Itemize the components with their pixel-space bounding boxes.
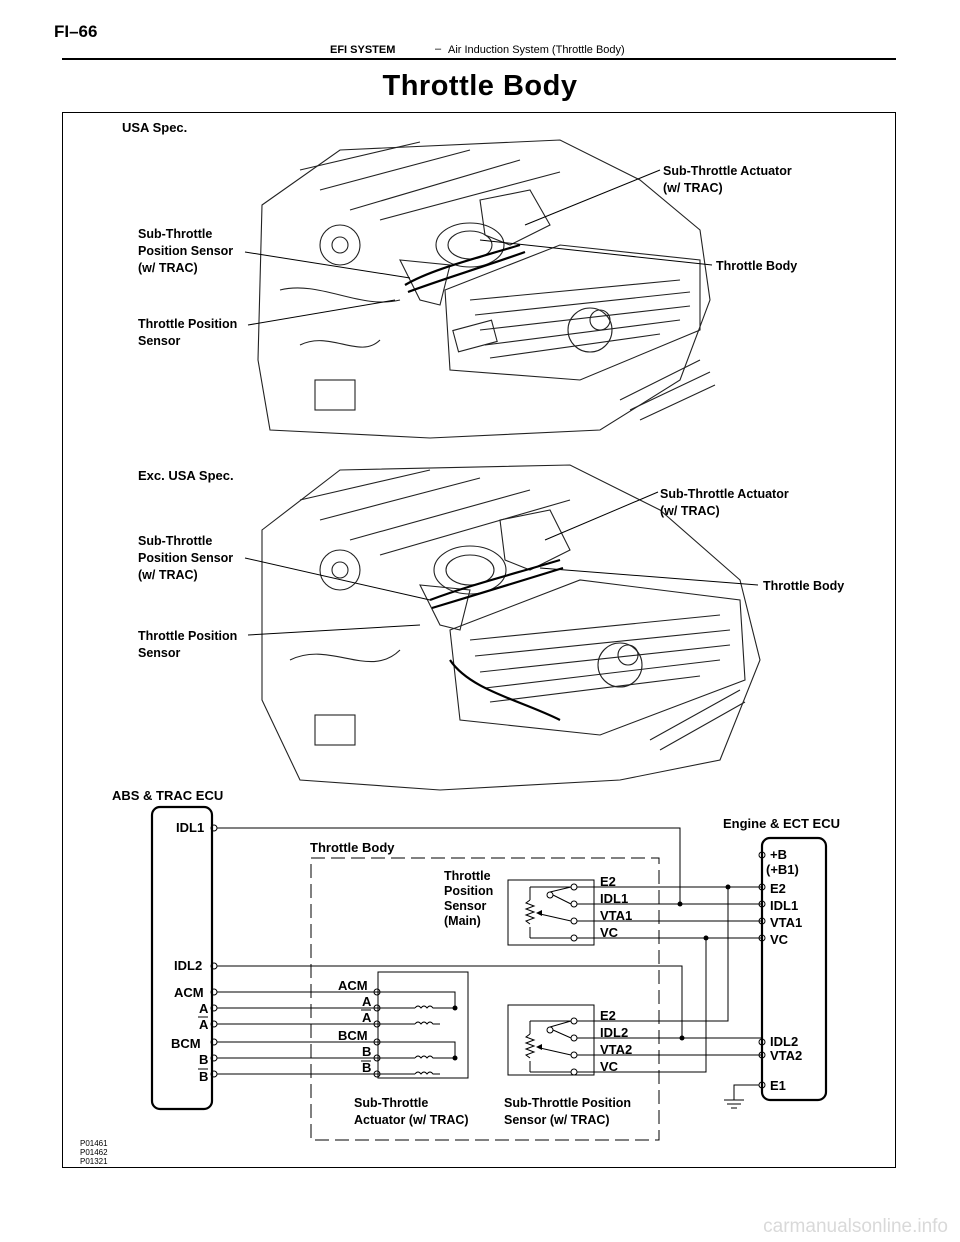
usa-heading: USA Spec. [122,120,187,135]
abs-terminal-a-bar: A [199,1017,209,1032]
ecu-term-vta1: VTA1 [770,915,802,930]
section-separator: – [435,43,442,55]
watermark: carmanualsonline.info [763,1216,948,1237]
actuator-term-bcm: BCM [338,1028,368,1043]
figure-ref-2: P01462 [80,1148,108,1157]
tps-main-label-1: Throttle [444,869,491,883]
figure-frame [62,112,896,1168]
tps-main-term-e2: E2 [600,874,616,889]
abs-terminal-acm: ACM [174,985,204,1000]
actuator-caption-1: Sub-Throttle [354,1096,428,1110]
throttle-body-dashed-box [310,857,660,1141]
engine-ecu-label: Engine & ECT ECU [723,816,840,831]
abs-terminal-b-bar: B [199,1069,208,1084]
figure-ref-1: P01461 [80,1139,108,1148]
tps-main-label-4: (Main) [444,914,481,928]
page-title: Throttle Body [382,70,578,102]
ecu-term-plus-b1: (+B1) [766,862,799,877]
abs-ecu-box [150,805,214,1111]
usa-sub-actuator-label-2: (w/ TRAC) [663,181,723,195]
ecu-term-e1: E1 [770,1078,786,1093]
throttle-body-wiring-label: Throttle Body [310,840,395,855]
sub-tps-box [507,1004,595,1076]
exc-heading: Exc. USA Spec. [138,468,234,483]
ecu-term-plus-b: +B [770,847,787,862]
usa-sub-sensor-label-1: Sub-Throttle [138,227,212,241]
sub-tps-term-e2: E2 [600,1008,616,1023]
exc-sub-sensor-label-2: Position Sensor [138,551,233,565]
abs-ecu-label: ABS & TRAC ECU [112,788,223,803]
actuator-caption-2: Actuator (w/ TRAC) [354,1113,469,1127]
abs-terminal-a: A [199,1001,209,1016]
tps-main-internals [524,883,578,942]
sub-tps-term-vc: VC [600,1059,619,1074]
actuator-coils [378,991,458,1075]
exc-sub-actuator-label-1: Sub-Throttle Actuator [660,487,789,501]
sub-tps-internals [524,1017,578,1076]
ecu-term-vc: VC [770,932,789,947]
abs-terminal-b: B [199,1052,208,1067]
sub-tps-term-idl2: IDL2 [600,1025,628,1040]
usa-sub-sensor-label-3: (w/ TRAC) [138,261,198,275]
engine-ecu-box [760,836,828,1102]
actuator-box [377,971,469,1079]
sensor-caption-2: Sensor (w/ TRAC) [504,1113,610,1127]
ecu-term-idl1: IDL1 [770,898,798,913]
wiring-harness [210,824,766,1109]
tps-main-label-2: Position [444,884,493,898]
tps-main-box [507,879,595,946]
actuator-term-b-bar: B [362,1060,371,1075]
usa-sub-sensor-label-2: Position Sensor [138,244,233,258]
page-number: FI–66 [54,22,98,41]
exc-engine-drawing [261,464,761,791]
exc-sub-sensor-label-1: Sub-Throttle [138,534,212,548]
usa-tps-label-1: Throttle Position [138,317,237,331]
actuator-term-a-bar: A [362,1010,372,1025]
exc-leader-lines [244,491,759,636]
actuator-term-b: B [362,1044,371,1059]
abs-terminal-idl2: IDL2 [174,958,202,973]
usa-throttle-body-label: Throttle Body [716,259,797,273]
section-subtitle: Air Induction System (Throttle Body) [448,44,625,56]
usa-sub-actuator-label-1: Sub-Throttle Actuator [663,164,792,178]
sensor-caption-1: Sub-Throttle Position [504,1096,631,1110]
usa-tps-label-2: Sensor [138,334,181,348]
exc-throttle-body-label: Throttle Body [763,579,844,593]
section-title: EFI SYSTEM [330,44,396,56]
actuator-term-acm: ACM [338,978,368,993]
exc-sub-sensor-label-3: (w/ TRAC) [138,568,198,582]
tps-main-term-idl1: IDL1 [600,891,628,906]
abs-terminal-idl1: IDL1 [176,820,204,835]
usa-leader-lines [244,169,713,326]
actuator-term-a: A [362,994,372,1009]
abs-terminal-bcm: BCM [171,1036,201,1051]
ecu-term-e2: E2 [770,881,786,896]
sub-tps-term-vta2: VTA2 [600,1042,632,1057]
tps-main-label-3: Sensor [444,899,487,913]
usa-engine-drawing [257,139,716,439]
exc-tps-label-2: Sensor [138,646,181,660]
ecu-term-vta2: VTA2 [770,1048,802,1063]
ecu-term-idl2: IDL2 [770,1034,798,1049]
exc-tps-label-1: Throttle Position [138,629,237,643]
exc-sub-actuator-label-2: (w/ TRAC) [660,504,720,518]
header-rule [62,58,896,60]
tps-main-term-vc: VC [600,925,619,940]
tps-main-term-vta1: VTA1 [600,908,632,923]
figure-ref-3: P01321 [80,1157,108,1166]
